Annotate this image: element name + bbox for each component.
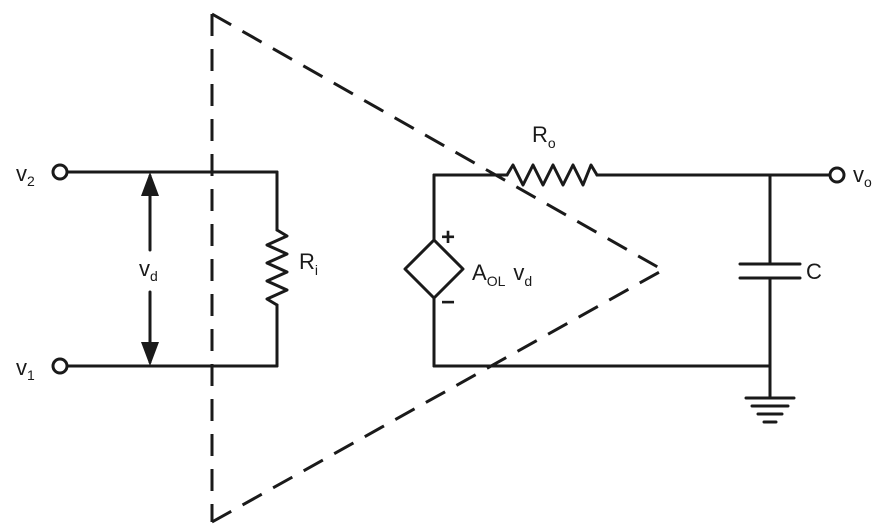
input-resistor (265, 228, 289, 307)
ground-symbol (744, 396, 796, 424)
vo-terminal[interactable] (828, 166, 846, 184)
label-v2: v2 (16, 161, 35, 189)
v1-terminal[interactable] (51, 357, 69, 375)
label-v1: v1 (16, 355, 35, 383)
input-wire-v2 (64, 170, 279, 232)
output-wiring (432, 173, 832, 400)
label-minus: − (441, 289, 455, 316)
label-c: C (806, 259, 822, 284)
input-wire-v1 (64, 303, 279, 368)
label-vo: vo (853, 162, 872, 190)
vd-voltage-arrow (141, 172, 159, 366)
op-amp-triangle-outline (210, 12, 664, 524)
dependent-voltage-source (403, 238, 465, 300)
label-ro: Ro (532, 122, 556, 151)
output-resistor (505, 163, 599, 187)
label-plus: + (441, 224, 455, 251)
v2-terminal[interactable] (51, 163, 69, 181)
label-vd: vd (139, 256, 158, 284)
capacitor (738, 262, 802, 280)
label-ri: Ri (299, 249, 318, 278)
